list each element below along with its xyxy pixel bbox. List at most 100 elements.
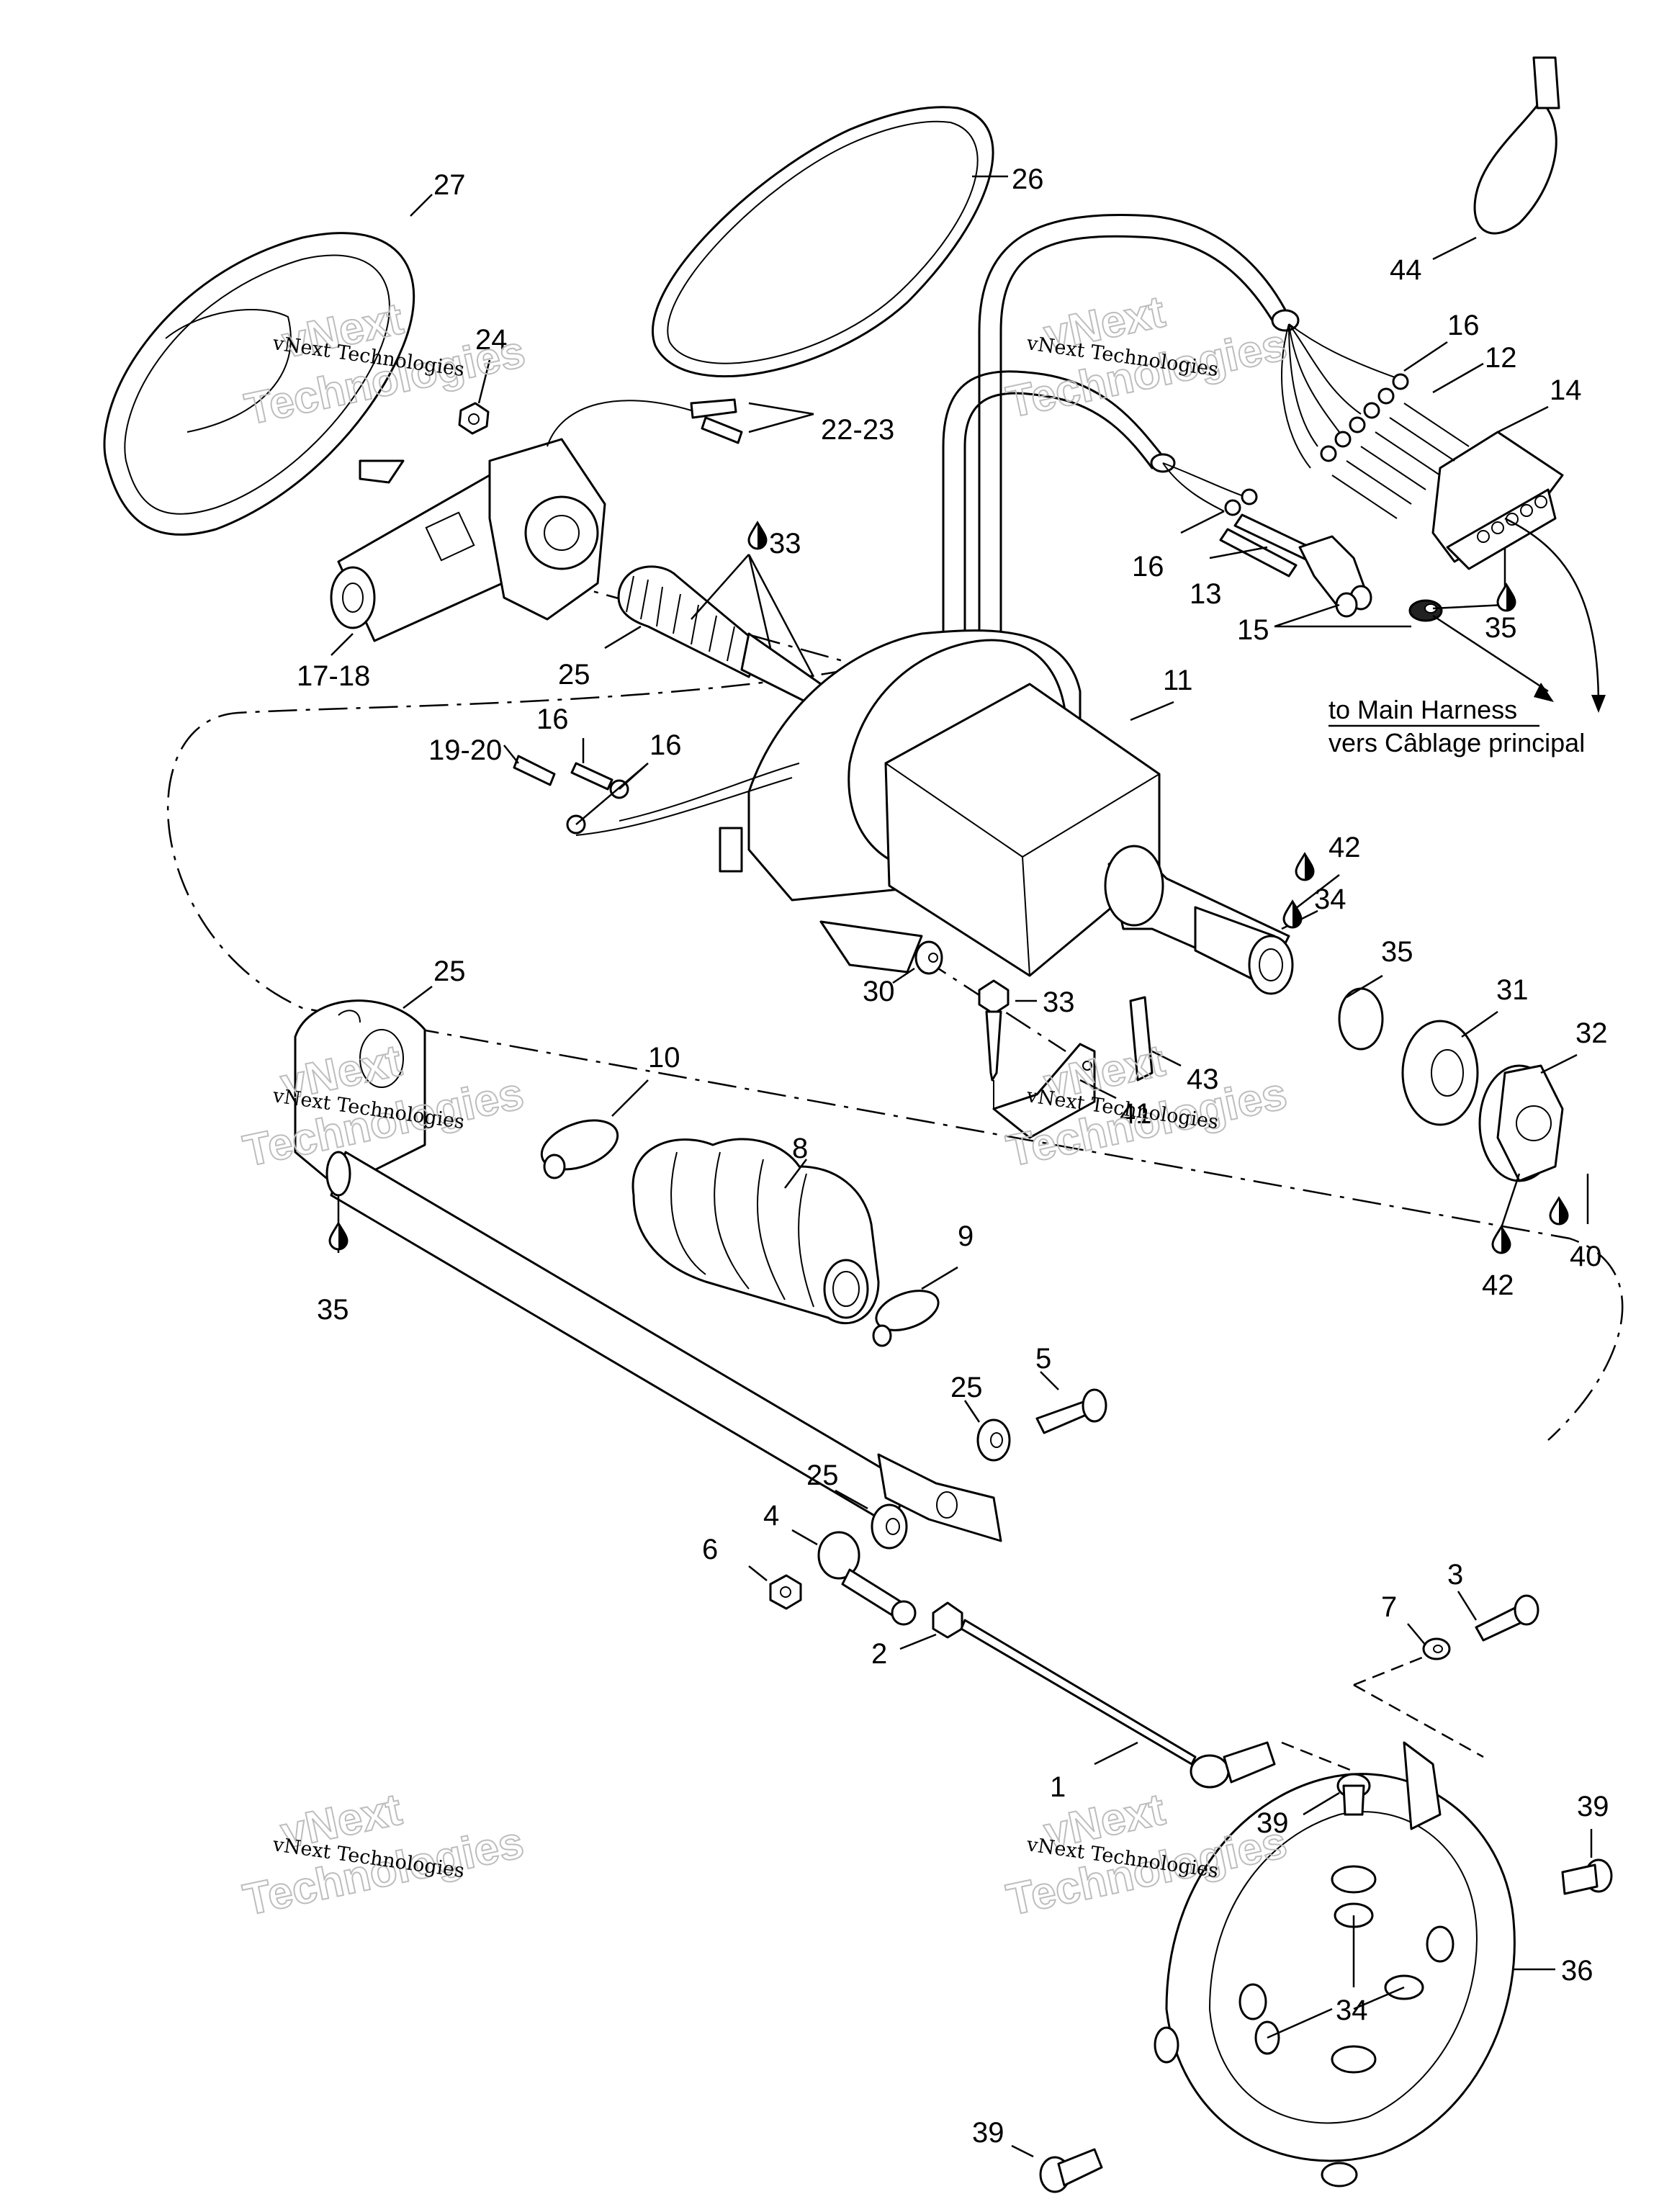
callout-11: 11 xyxy=(1163,665,1193,696)
callout-10: 10 xyxy=(648,1042,680,1074)
callout-24: 24 xyxy=(475,324,508,356)
part-1-cable xyxy=(960,1619,1276,1789)
callout-22-23: 22-23 xyxy=(821,414,894,446)
part-6-nut xyxy=(769,1574,802,1610)
part-33-screw xyxy=(978,979,1010,1109)
callout-4: 4 xyxy=(763,1500,779,1532)
callout-21: 17-18 xyxy=(297,660,370,692)
part-41-bracket xyxy=(992,1043,1096,1139)
callout-34: 34 xyxy=(1336,1995,1368,2026)
callout-44: 44 xyxy=(1390,254,1422,286)
part-25-washer-lower xyxy=(871,1503,908,1550)
callout-16-upper: 16 xyxy=(1447,310,1480,341)
axis-line-lower xyxy=(921,956,1066,1053)
callout-42-lower: 42 xyxy=(1482,1269,1514,1301)
callout-13: 13 xyxy=(1190,578,1222,610)
callout-15: 15 xyxy=(1237,614,1269,646)
callout-28: 26 xyxy=(1012,163,1044,195)
watermark-bottom-left: vNext Technologies xyxy=(238,1784,529,1925)
part-10-hose-clamp xyxy=(540,1119,619,1179)
part-24-nut xyxy=(458,402,490,435)
callout-6: 6 xyxy=(702,1534,718,1565)
callout-35-shaft: 34 xyxy=(1314,884,1346,915)
part-30-grommet xyxy=(914,940,943,975)
part-39-screw-bottom xyxy=(1039,2148,1103,2193)
callout-35-lower: 35 xyxy=(317,1294,349,1326)
callout-42-upper: 42 xyxy=(1328,832,1361,863)
part-22-23-wire-pins xyxy=(547,398,743,447)
harness-note-line1: to Main Harness xyxy=(1328,695,1517,724)
part-8-rubber-boot xyxy=(631,1138,880,1325)
part-32-flange-nut xyxy=(1478,1064,1564,1182)
part-29-cover xyxy=(103,232,415,536)
part-39-screw-right xyxy=(1561,1858,1613,1895)
callout-3: 3 xyxy=(1447,1559,1463,1591)
part-13-15-two-pin-connector xyxy=(1219,513,1443,622)
callout-17-18: 16 xyxy=(536,703,569,735)
part-9-hose-clamp xyxy=(872,1290,940,1347)
cable-harness-upper xyxy=(942,214,1398,657)
half-filled-drop-icon xyxy=(1549,1196,1569,1226)
callout-7: 7 xyxy=(1381,1591,1397,1623)
part-11-gearbox-housing xyxy=(719,629,1294,995)
part-5-bolt xyxy=(1035,1388,1107,1434)
part-7-washer xyxy=(1422,1637,1451,1660)
part-27-clamp-block xyxy=(294,999,426,1190)
callout-32: 32 xyxy=(1575,1017,1608,1049)
part-37-o-ring xyxy=(1338,987,1384,1051)
callout-14: 14 xyxy=(1550,374,1582,406)
callout-36: 35 xyxy=(1485,612,1517,644)
callout-26: 25 xyxy=(558,659,590,691)
part-12-terminals xyxy=(1331,403,1470,519)
part-43-strip xyxy=(1129,996,1154,1082)
part-4-ball-joint xyxy=(817,1531,917,1626)
part-16-seals-upper xyxy=(1224,373,1409,516)
callout-38: 36 xyxy=(1561,1955,1593,1987)
callout-39-top: 39 xyxy=(1256,1807,1289,1839)
callout-39-right: 39 xyxy=(1577,1791,1609,1822)
half-filled-drop-icon xyxy=(1295,852,1315,881)
half-filled-drop-icon xyxy=(747,521,768,550)
half-filled-drop-icon xyxy=(328,1221,349,1251)
callout-5: 5 xyxy=(1035,1343,1051,1375)
assembly-line-cable-1 xyxy=(1281,1741,1354,1773)
callout-19-20: 19-20 xyxy=(428,734,502,766)
callout-30: 30 xyxy=(863,976,895,1007)
callout-33: 33 xyxy=(1043,986,1075,1018)
callout-8: 8 xyxy=(792,1133,808,1164)
callout-16-mid: 16 xyxy=(1132,551,1164,583)
callout-43: 43 xyxy=(1187,1064,1219,1095)
callout-25-lower: 25 xyxy=(806,1460,839,1491)
callout-2: 2 xyxy=(871,1638,887,1670)
callout-27: 25 xyxy=(433,956,466,987)
callout-31: 31 xyxy=(1496,974,1529,1006)
harness-note-line2: vers Câblage principal xyxy=(1328,728,1585,757)
half-filled-drop-icon xyxy=(1491,1225,1511,1254)
callout-37: 35 xyxy=(1381,936,1413,968)
callout-41: 41 xyxy=(1120,1098,1152,1130)
callout-25-upper: 25 xyxy=(950,1372,983,1403)
half-filled-drop-icon xyxy=(1282,899,1303,929)
parts-16-17-18-19-20-terminals xyxy=(513,755,800,836)
assembly-line-bolt-3 xyxy=(1353,1655,1484,1758)
callout-40: 40 xyxy=(1570,1241,1602,1272)
callout-12: 12 xyxy=(1485,342,1517,374)
part-31-washer xyxy=(1401,1020,1479,1126)
steering-rod xyxy=(325,1151,1002,1542)
half-filled-drop-icon xyxy=(1496,583,1516,612)
assembly-boundary-line xyxy=(167,668,1624,1441)
part-26-worm-screw xyxy=(617,565,822,707)
callout-29: 27 xyxy=(433,169,466,201)
callout-35-upper: 33 xyxy=(769,528,801,559)
part-39-screw-top xyxy=(1336,1773,1371,1816)
part-38-mounting-ring xyxy=(1154,1741,1516,2188)
part-21-motor xyxy=(330,438,606,642)
part-3-bolt xyxy=(1475,1594,1539,1642)
callout-9: 9 xyxy=(958,1220,974,1252)
callout-16-left: 16 xyxy=(649,729,682,761)
part-25-washer-upper xyxy=(976,1419,1011,1462)
callout-39-bottom: 39 xyxy=(972,2117,1004,2149)
callout-labels: 27 24 22-23 26 44 16 12 14 16 13 15 35 3… xyxy=(297,163,1609,2149)
part-44-cable-tie xyxy=(1473,56,1560,235)
